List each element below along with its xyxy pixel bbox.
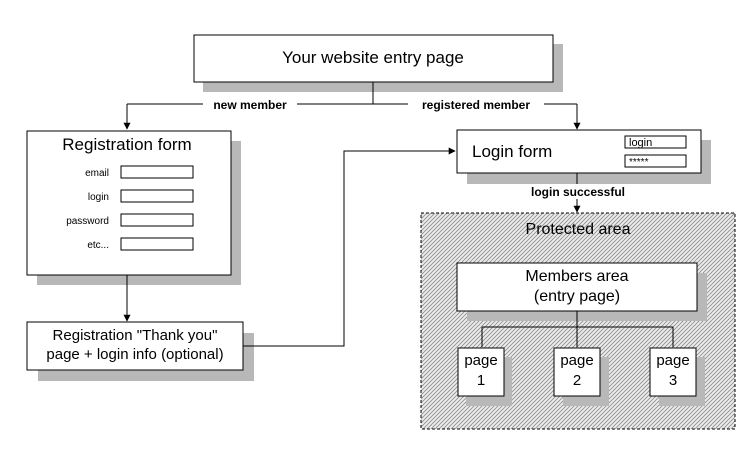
login-form-login-value: login <box>629 137 652 149</box>
login-field[interactable] <box>120 189 194 203</box>
thank-you-line-1: Registration "Thank you" <box>53 327 218 344</box>
email-label: email <box>85 168 109 179</box>
edge-labels: new member registered member login succe… <box>203 97 634 199</box>
entry-page-frame <box>193 34 554 83</box>
password-label: password <box>66 216 109 227</box>
new-member-label-bg <box>203 97 297 112</box>
members-area-line-2: (entry page) <box>534 288 620 305</box>
registered-member-label-bg <box>408 97 544 112</box>
entry-page-label: Your website entry page <box>282 48 464 67</box>
login-form-box: Login form login ***** <box>456 129 702 174</box>
login-successful-label-bg <box>522 184 634 199</box>
registration-form-box: Registration form email login password e… <box>26 130 232 276</box>
page-2-number: 2 <box>573 372 581 389</box>
page-box-2: page 2 <box>553 347 601 397</box>
registration-form-title: Registration form <box>62 135 191 154</box>
page-1-frame <box>457 347 505 397</box>
page-2-frame <box>553 347 601 397</box>
email-field[interactable] <box>120 165 194 179</box>
page-1-number: 1 <box>477 372 485 389</box>
login-label: login <box>88 192 109 203</box>
thank-you-box: Registration "Thank you" page + login in… <box>26 321 244 371</box>
login-form-password-field[interactable] <box>624 154 687 168</box>
page-box-1: page 1 <box>457 347 505 397</box>
members-to-pages-lines <box>481 311 674 347</box>
new-member-label: new member <box>213 98 287 112</box>
login-successful-label: login successful <box>531 185 625 199</box>
registered-member-label: registered member <box>422 98 530 112</box>
login-form-password-value: ***** <box>629 157 649 168</box>
login-form-title: Login form <box>472 142 552 161</box>
page-1-name: page <box>464 352 497 369</box>
page-3-name: page <box>656 352 689 369</box>
members-area-line-1: Members area <box>525 268 628 285</box>
registration-form-frame <box>26 130 232 276</box>
members-area-frame <box>456 262 698 312</box>
login-form-login-field[interactable] <box>624 135 687 149</box>
members-area-box: Members area (entry page) <box>456 262 698 312</box>
password-field[interactable] <box>120 213 194 227</box>
page-2-name: page <box>560 352 593 369</box>
entry-page-box: Your website entry page <box>193 34 554 83</box>
etc-field[interactable] <box>120 237 194 251</box>
thank-you-line-2: page + login info (optional) <box>46 346 223 363</box>
etc-label: etc... <box>87 240 109 251</box>
page-3-number: 3 <box>669 372 677 389</box>
connectors <box>123 82 674 347</box>
page-3-frame <box>649 347 697 397</box>
thankyou-to-login-arrow <box>243 147 456 347</box>
page-box-3: page 3 <box>649 347 697 397</box>
protected-area-title: Protected area <box>526 221 631 238</box>
thank-you-frame <box>26 321 244 371</box>
